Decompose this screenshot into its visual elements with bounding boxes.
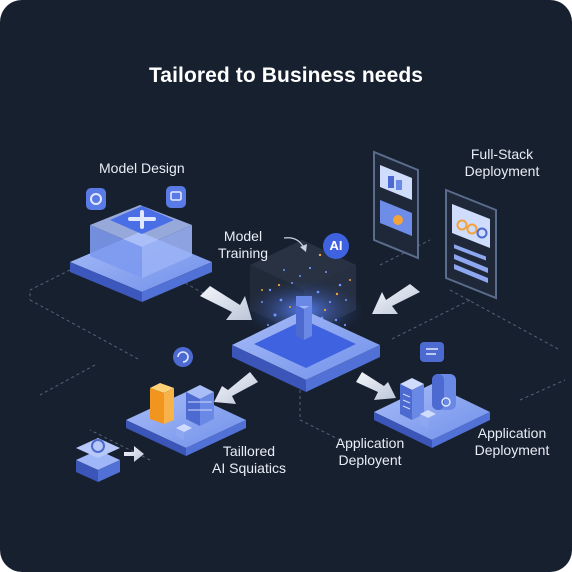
label-full-stack-line2: Deployment — [464, 163, 540, 179]
arrow-out-left — [214, 372, 258, 404]
chat-badge-icon — [166, 186, 186, 208]
label-full-stack-line1: Full-Stack — [470, 146, 534, 162]
label-model-training: Model Training — [214, 228, 272, 262]
page-title: Tailored to Business needs — [148, 64, 424, 87]
arrow-in-right — [372, 284, 420, 314]
arrow-out-right — [356, 372, 396, 400]
arrow-small — [124, 446, 144, 462]
label-full-stack: Full-Stack Deployment — [454, 146, 550, 180]
tablet-icon — [373, 150, 419, 260]
ai-icon — [323, 233, 349, 259]
label-app-deploy-b-line2: Deployment — [474, 442, 550, 458]
database-icon — [76, 438, 120, 482]
message-badge-icon — [420, 342, 444, 362]
label-model-training-line2: Training — [217, 245, 269, 261]
gear-badge-icon — [86, 188, 106, 210]
label-tailored-line2: AI Squiatics — [212, 460, 286, 476]
refresh-badge-icon — [173, 347, 193, 367]
label-model-training-line1: Model — [223, 228, 263, 244]
tailored-platform — [126, 383, 246, 456]
plus-icon — [128, 210, 156, 229]
server-icon — [186, 385, 214, 426]
label-app-deploy-a-line2: Deployent — [338, 452, 402, 468]
label-model-design: Model Design — [99, 160, 185, 176]
tablet-icon-2 — [445, 188, 497, 300]
label-tailored: Taillored AI Squiatics — [203, 443, 295, 477]
label-app-deploy-b-line1: Application — [477, 425, 547, 441]
central-platform — [232, 296, 380, 392]
ai-badge-label: AI — [329, 238, 343, 253]
model-design-platform — [70, 205, 212, 302]
label-app-deploy-a-line1: Application — [335, 435, 405, 451]
label-app-deploy-a: Application Deployent — [328, 435, 412, 469]
arrow-in-left — [200, 286, 252, 320]
label-tailored-line1: Taillored — [222, 443, 276, 459]
label-app-deploy-b: Application Deployment — [470, 425, 554, 459]
app-deploy-platform — [374, 374, 490, 448]
